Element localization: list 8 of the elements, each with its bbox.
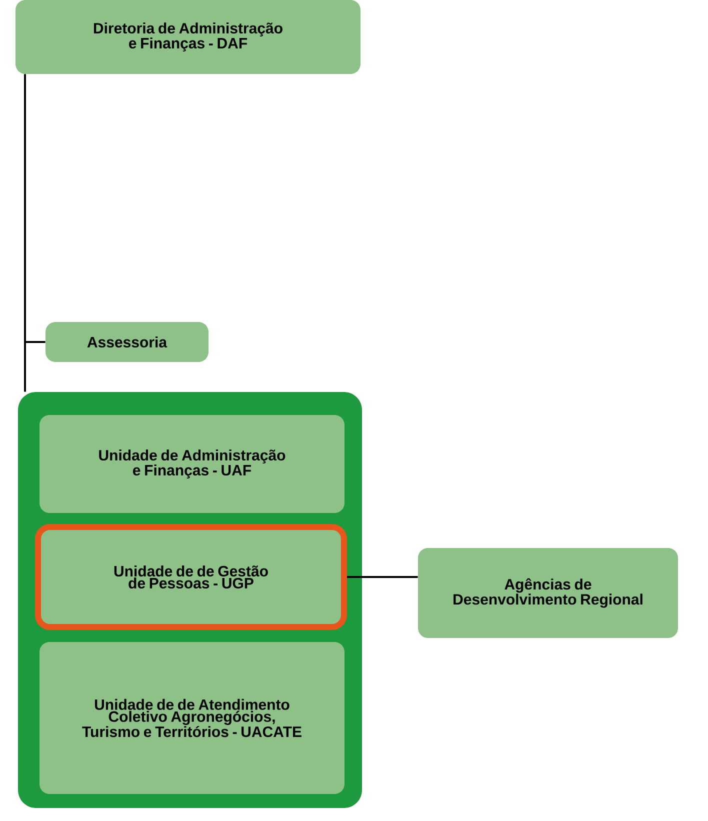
org-box: Unidade de Administração e Finanças - UAF [40,415,344,513]
org-box: Unidade de de Atendimento Coletivo Agronegócios, Turismo e Territórios - UACATE [40,642,344,794]
connector-line [24,74,26,392]
org-box: Agências de Desenvolvimento Regional [418,548,678,638]
connector-line [347,576,418,578]
highlighted-box: Unidade de de Gestão de Pessoas - UGP [35,524,347,630]
org-box: Assessoria [46,322,208,362]
org-box: Diretoria de Administração e Finanças - DAF [16,0,360,74]
